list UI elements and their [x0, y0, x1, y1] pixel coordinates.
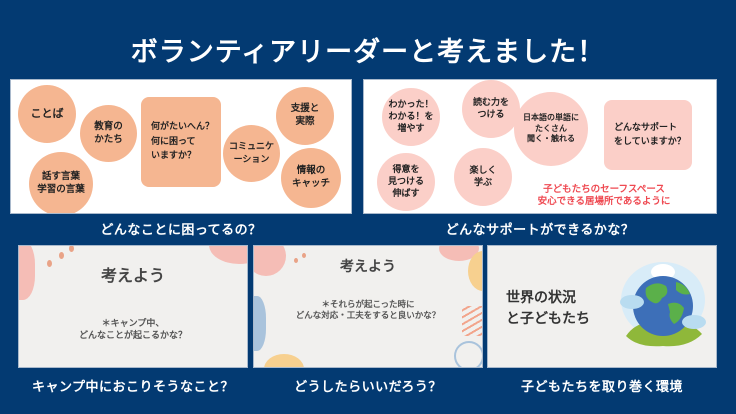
- decor-dot: [47, 260, 52, 267]
- camp-panel: 考えよう ＊キャンプ中、 どんなことが起こるかな？: [18, 245, 248, 368]
- world-heading: 世界の状況 と子どもたち: [506, 290, 590, 327]
- bubble-vocabulary: 日本語の単語に たくさん 聞く・触れる: [514, 92, 588, 166]
- decor-dot: [294, 258, 298, 263]
- support-panel: わかった！ わかる！を 増やす 読む力を つける 日本語の単語に たくさん 聞く…: [363, 79, 717, 214]
- decor-blob: [264, 354, 304, 367]
- decor-stripes: [462, 306, 482, 336]
- decor-blob: [19, 246, 35, 300]
- camp-prompt: ＊キャンプ中、 どんなことが起こるかな？: [78, 319, 187, 342]
- bubble-reading: 読む力を つける: [462, 80, 520, 138]
- bubble-communication: コミュニケ ーション: [223, 125, 280, 182]
- world-panel: 世界の状況 と子どもたち: [487, 245, 717, 368]
- bubble-kotoba: ことば: [18, 85, 76, 143]
- bubble-language: 話す言葉 学習の言葉: [29, 152, 93, 213]
- bubble-strengths: 得意を 見つける 伸ばす: [377, 153, 435, 211]
- decor-dot: [69, 246, 74, 252]
- challenges-caption: どんなことに困ってるの？: [100, 223, 262, 238]
- decor-blob: [468, 251, 482, 291]
- decor-swirl: [454, 341, 482, 367]
- response-panel: 考えよう ＊それらが起こった時に どんな対応・工夫をすると良いかな？: [253, 245, 483, 368]
- support-caption: どんなサポートができるかな？: [445, 223, 635, 238]
- camp-heading: 考えよう: [100, 266, 165, 285]
- response-prompt: ＊それらが起こった時に どんな対応・工夫をすると良いかな？: [295, 300, 441, 322]
- support-question-box: どんなサポート をしていますか？: [604, 100, 692, 170]
- bubble-information: 情報の キャッチ: [281, 148, 341, 208]
- decor-leaf: [254, 296, 266, 351]
- response-heading: 考えよう: [340, 259, 396, 275]
- safe-space-note: 子どもたちのセーフスペース 安心できる居場所であるように: [537, 184, 671, 208]
- response-caption: どうしたらいいだろう？: [294, 380, 442, 395]
- camp-caption: キャンプ中におこりそうなこと？: [31, 380, 235, 395]
- bubble-education: 教育の かたち: [80, 105, 137, 162]
- decor-dot: [302, 253, 306, 258]
- bubble-understand: わかった！ わかる！を 増やす: [382, 88, 440, 146]
- bubble-support: 支援と 実際: [276, 87, 334, 145]
- challenges-question-box: 何がたいへん？ 何に困って いますか？: [141, 97, 221, 187]
- globe-icon: [618, 258, 708, 350]
- decor-dot: [59, 252, 64, 259]
- world-caption: 子どもたちを取り巻く環境: [520, 380, 683, 395]
- decor-blob: [439, 246, 479, 261]
- page-title: ボランティアリーダーと考えました！: [130, 37, 606, 68]
- challenges-panel: ことば 教育の かたち 話す言葉 学習の言葉 何がたいへん？ 何に困って います…: [10, 79, 352, 214]
- bubble-enjoy: 楽しく 学ぶ: [454, 148, 512, 206]
